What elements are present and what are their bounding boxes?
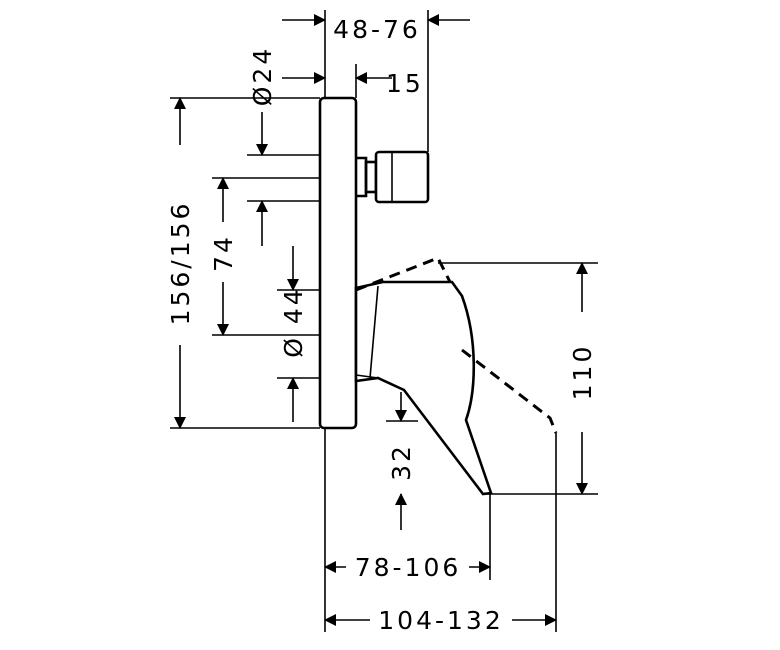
diverter-outlet	[356, 150, 430, 204]
dim-label-15: 15	[386, 69, 424, 98]
dim-label-diameter-24: Ø24	[248, 46, 277, 107]
dim-label-110: 110	[568, 344, 597, 401]
dim-label-104-132: 104-132	[378, 606, 503, 635]
dim-label-32: 32	[387, 443, 416, 481]
dim-label-diameter-44: Ø 44	[279, 286, 308, 357]
dim-label-48-76: 48-76	[333, 15, 421, 44]
dim-label-74: 74	[209, 234, 238, 272]
lever-alt-position	[355, 256, 558, 434]
dim-label-78-106: 78-106	[355, 553, 462, 582]
dim-label-156-156: 156/156	[166, 201, 195, 326]
dimension-arrows	[174, 14, 588, 626]
wall-plate	[318, 96, 358, 430]
mixer-lever	[354, 280, 493, 496]
